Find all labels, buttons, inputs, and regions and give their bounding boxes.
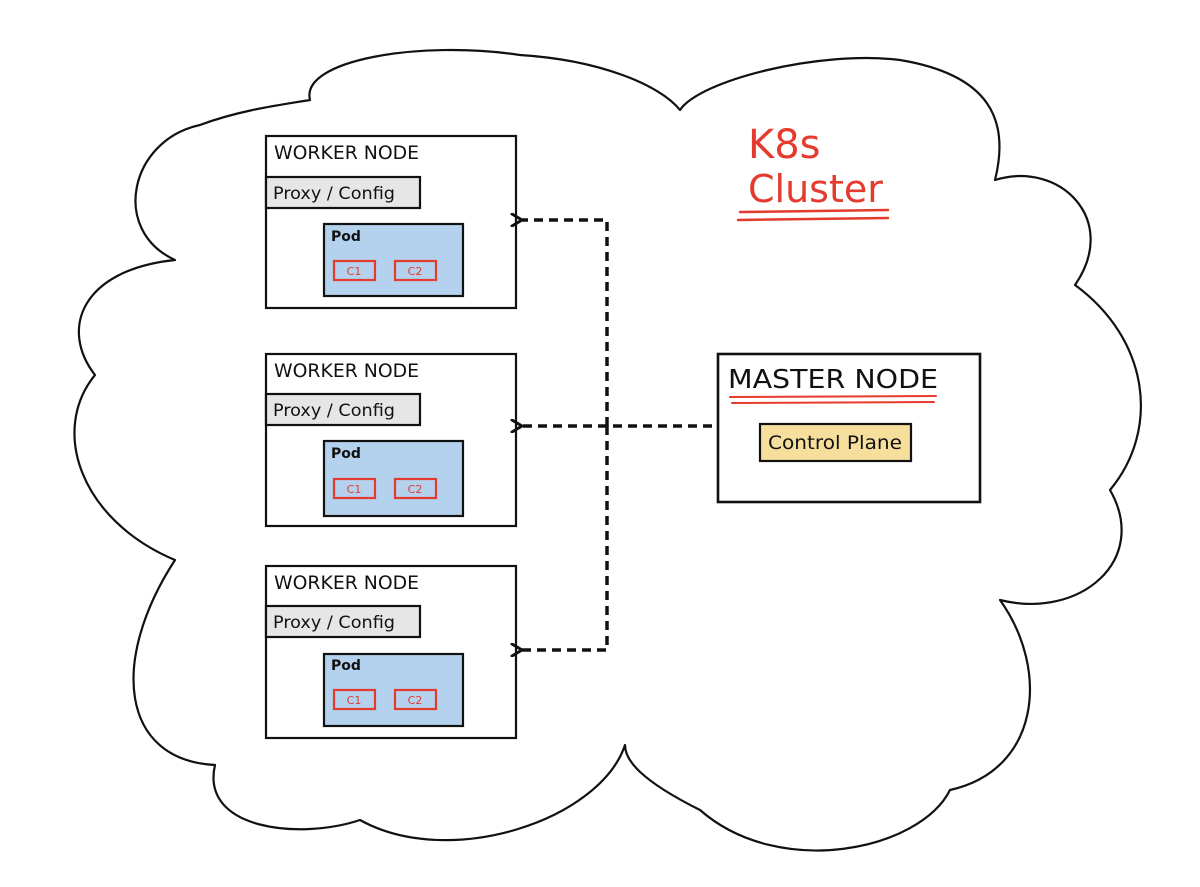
proxy-config-box — [264, 392, 422, 427]
container-c2-label: C2 — [408, 483, 423, 496]
container-c2-label: C2 — [408, 265, 423, 278]
connection-bus-to-worker-3 — [522, 426, 609, 650]
proxy-config-box — [264, 175, 422, 210]
container-c2 — [393, 688, 438, 711]
container-c1 — [332, 477, 377, 500]
master-title-underline-2 — [731, 401, 935, 404]
connection-bus-to-worker-1 — [522, 220, 609, 426]
proxy-config-label: Proxy / Config — [273, 401, 395, 421]
pod-label: Pod — [331, 446, 361, 462]
container-c1 — [332, 688, 377, 711]
container-c2 — [393, 259, 438, 282]
control-plane-box — [758, 422, 913, 463]
container-c1-label: C1 — [347, 265, 362, 278]
proxy-config-label: Proxy / Config — [273, 184, 395, 204]
pod-label: Pod — [331, 658, 361, 674]
cluster-title-underline-1 — [738, 208, 890, 214]
container-c1-label: C1 — [347, 483, 362, 496]
connections — [522, 220, 712, 650]
container-c2 — [393, 477, 438, 500]
container-c1-label: C1 — [347, 694, 362, 707]
worker-node-title: WORKER NODE — [274, 142, 419, 164]
master-node: MASTER NODE Control Plane — [716, 352, 982, 504]
cluster-title-underline-2 — [736, 216, 890, 222]
cluster-cloud-outline — [73, 48, 1142, 852]
proxy-config-label: Proxy / Config — [273, 613, 395, 633]
container-c1 — [332, 259, 377, 282]
master-node-title: MASTER NODE — [728, 365, 938, 395]
worker-node-3: WORKER NODE Proxy / Config Pod C1 C2 — [264, 564, 518, 740]
master-title-underline-1 — [729, 395, 937, 398]
pod-label: Pod — [331, 229, 361, 245]
worker-node-title: WORKER NODE — [274, 360, 419, 382]
cluster-title-line2: Cluster — [748, 167, 883, 211]
cluster-title-line1: K8s — [748, 122, 821, 168]
proxy-config-box — [264, 604, 422, 639]
container-c2-label: C2 — [408, 694, 423, 707]
worker-node-title: WORKER NODE — [274, 572, 419, 594]
worker-node-1: WORKER NODE Proxy / Config Pod C1 C2 — [264, 134, 518, 310]
control-plane-label: Control Plane — [768, 432, 902, 454]
pod-box — [322, 652, 465, 728]
worker-node-2: WORKER NODE Proxy / Config Pod C1 C2 — [264, 352, 518, 528]
